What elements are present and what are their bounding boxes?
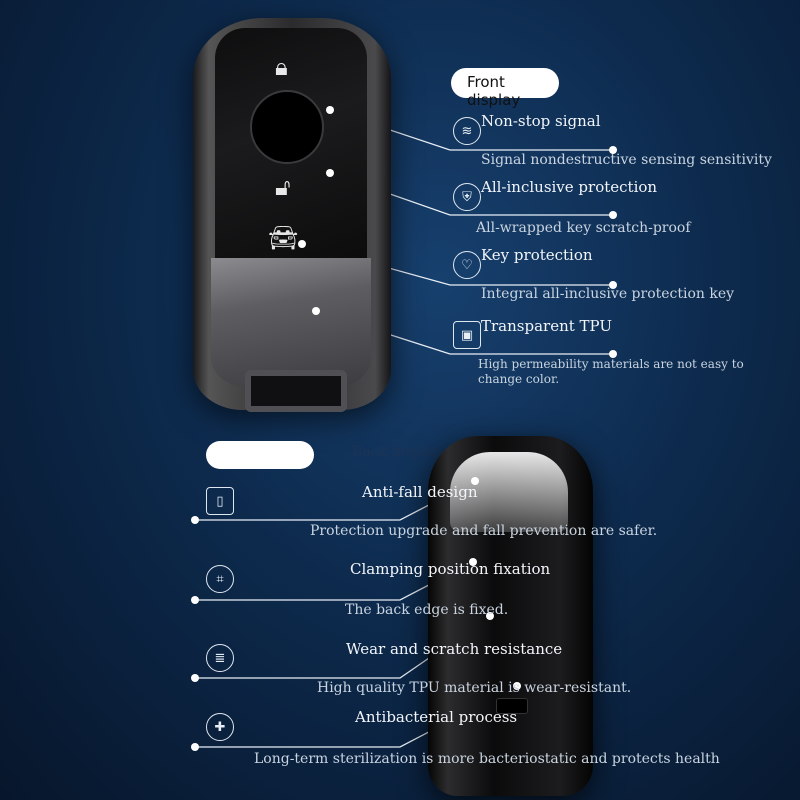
callout-dot (326, 106, 334, 114)
callout-dot (609, 146, 617, 154)
fob-key-ring (245, 370, 347, 412)
callout-dot (312, 307, 320, 315)
feature-title: Wear and scratch resistance (346, 640, 563, 658)
front-display-label: Front display (451, 68, 559, 109)
heart-icon: ♡ (453, 251, 481, 279)
phone-icon: ▯ (206, 487, 234, 515)
callout-dot (609, 350, 617, 358)
clamp-icon: ⌗ (206, 565, 234, 593)
feature-title: Antibacterial process (355, 708, 518, 726)
feature-title: All-inclusive protection (481, 178, 658, 196)
feature-desc: The back edge is fixed. (345, 602, 509, 618)
feature-title: Clamping position fixation (350, 560, 551, 578)
callout-dot (486, 612, 494, 620)
feature-desc: Long-term sterilization is more bacterio… (254, 751, 720, 767)
fob-round-button (250, 90, 324, 164)
feature-title: Transparent TPU (481, 317, 613, 335)
key-fob-front: 🔒︎ 🔓︎ 🚘︎ (193, 18, 391, 412)
key-fob-back (428, 436, 593, 796)
car-trunk-icon: 🚘︎ (268, 224, 299, 252)
callout-dot (513, 682, 521, 690)
fob-lower-shell (211, 258, 371, 388)
feature-desc: High quality TPU material is wear-resist… (317, 680, 632, 696)
callout-dot (609, 281, 617, 289)
unlock-icon: 🔓︎ (275, 173, 291, 201)
shield-icon: ⛨ (453, 183, 481, 211)
feature-title: Key protection (481, 246, 593, 264)
square-icon: ▣ (453, 321, 481, 349)
feature-desc: Integral all-inclusive protection key (481, 286, 735, 302)
back-display-label: Back display (352, 444, 442, 460)
callout-dot (609, 211, 617, 219)
fob-back-highlight (450, 452, 568, 532)
layers-icon: ≣ (206, 644, 234, 672)
feature-desc: All-wrapped key scratch-proof (476, 220, 691, 236)
fob-back-slot (496, 698, 528, 714)
lock-icon: 🔒︎ (275, 53, 288, 81)
callout-dot (298, 240, 306, 248)
feature-desc: High permeability materials are not easy… (478, 357, 744, 386)
back-display-pill (206, 441, 314, 469)
feature-title: Anti-fall design (362, 483, 478, 501)
cross-shield-icon: ✚ (206, 713, 234, 741)
callout-dot (191, 596, 199, 604)
feature-desc: Signal nondestructive sensing sensitivit… (481, 152, 772, 168)
callout-dot (191, 516, 199, 524)
wifi-icon: ≋ (453, 117, 481, 145)
callout-dot (471, 477, 479, 485)
feature-title: Non-stop signal (481, 112, 601, 130)
callout-dot (191, 674, 199, 682)
callout-dot (469, 558, 477, 566)
callout-dot (326, 169, 334, 177)
callout-dot (191, 743, 199, 751)
feature-desc: Protection upgrade and fall prevention a… (310, 523, 658, 539)
front-display-text: Front display (467, 73, 521, 109)
